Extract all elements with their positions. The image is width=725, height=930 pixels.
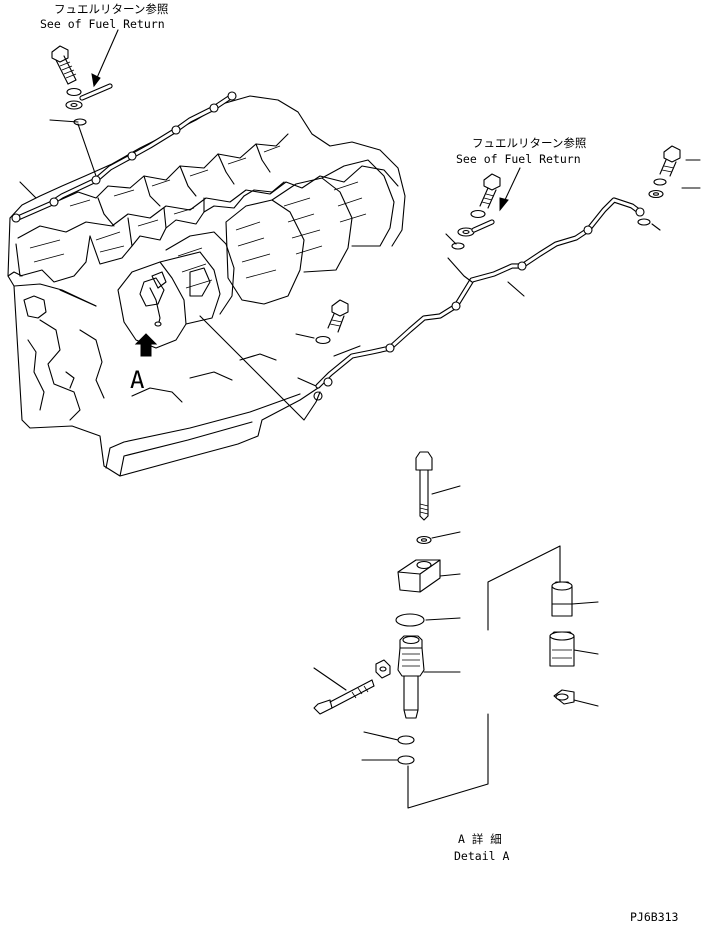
detail-a-parts <box>313 451 599 809</box>
drawing-code: PJ6B313 <box>630 910 679 924</box>
detail-a-caption: A 詳 細 Detail A <box>454 832 509 863</box>
left-injection-pipe <box>11 91 237 223</box>
fuel-return-reference-top: フュエルリターン参照 See of Fuel Return <box>40 2 168 31</box>
view-marker-letter: A <box>130 366 145 394</box>
leader-lines-left <box>19 119 97 307</box>
fuel-return-ref-right-jp: フュエルリターン参照 <box>472 136 586 150</box>
right-bolt-group <box>315 145 681 345</box>
fuel-return-ref-top-en: See of Fuel Return <box>40 17 165 31</box>
leader-lines-right <box>199 159 701 421</box>
view-arrow-a <box>134 271 167 357</box>
detail-caption-en: Detail A <box>454 849 509 863</box>
right-injection-pipe <box>313 197 645 401</box>
detail-caption-jp: A 詳 細 <box>458 832 502 846</box>
engine-block <box>7 95 406 477</box>
fuel-return-reference-right: フュエルリターン参照 See of Fuel Return <box>456 136 586 166</box>
fuel-return-ref-right-en: See of Fuel Return <box>456 152 581 166</box>
top-bolt-group <box>51 29 119 126</box>
fuel-return-ref-top-jp: フュエルリターン参照 <box>54 2 168 16</box>
